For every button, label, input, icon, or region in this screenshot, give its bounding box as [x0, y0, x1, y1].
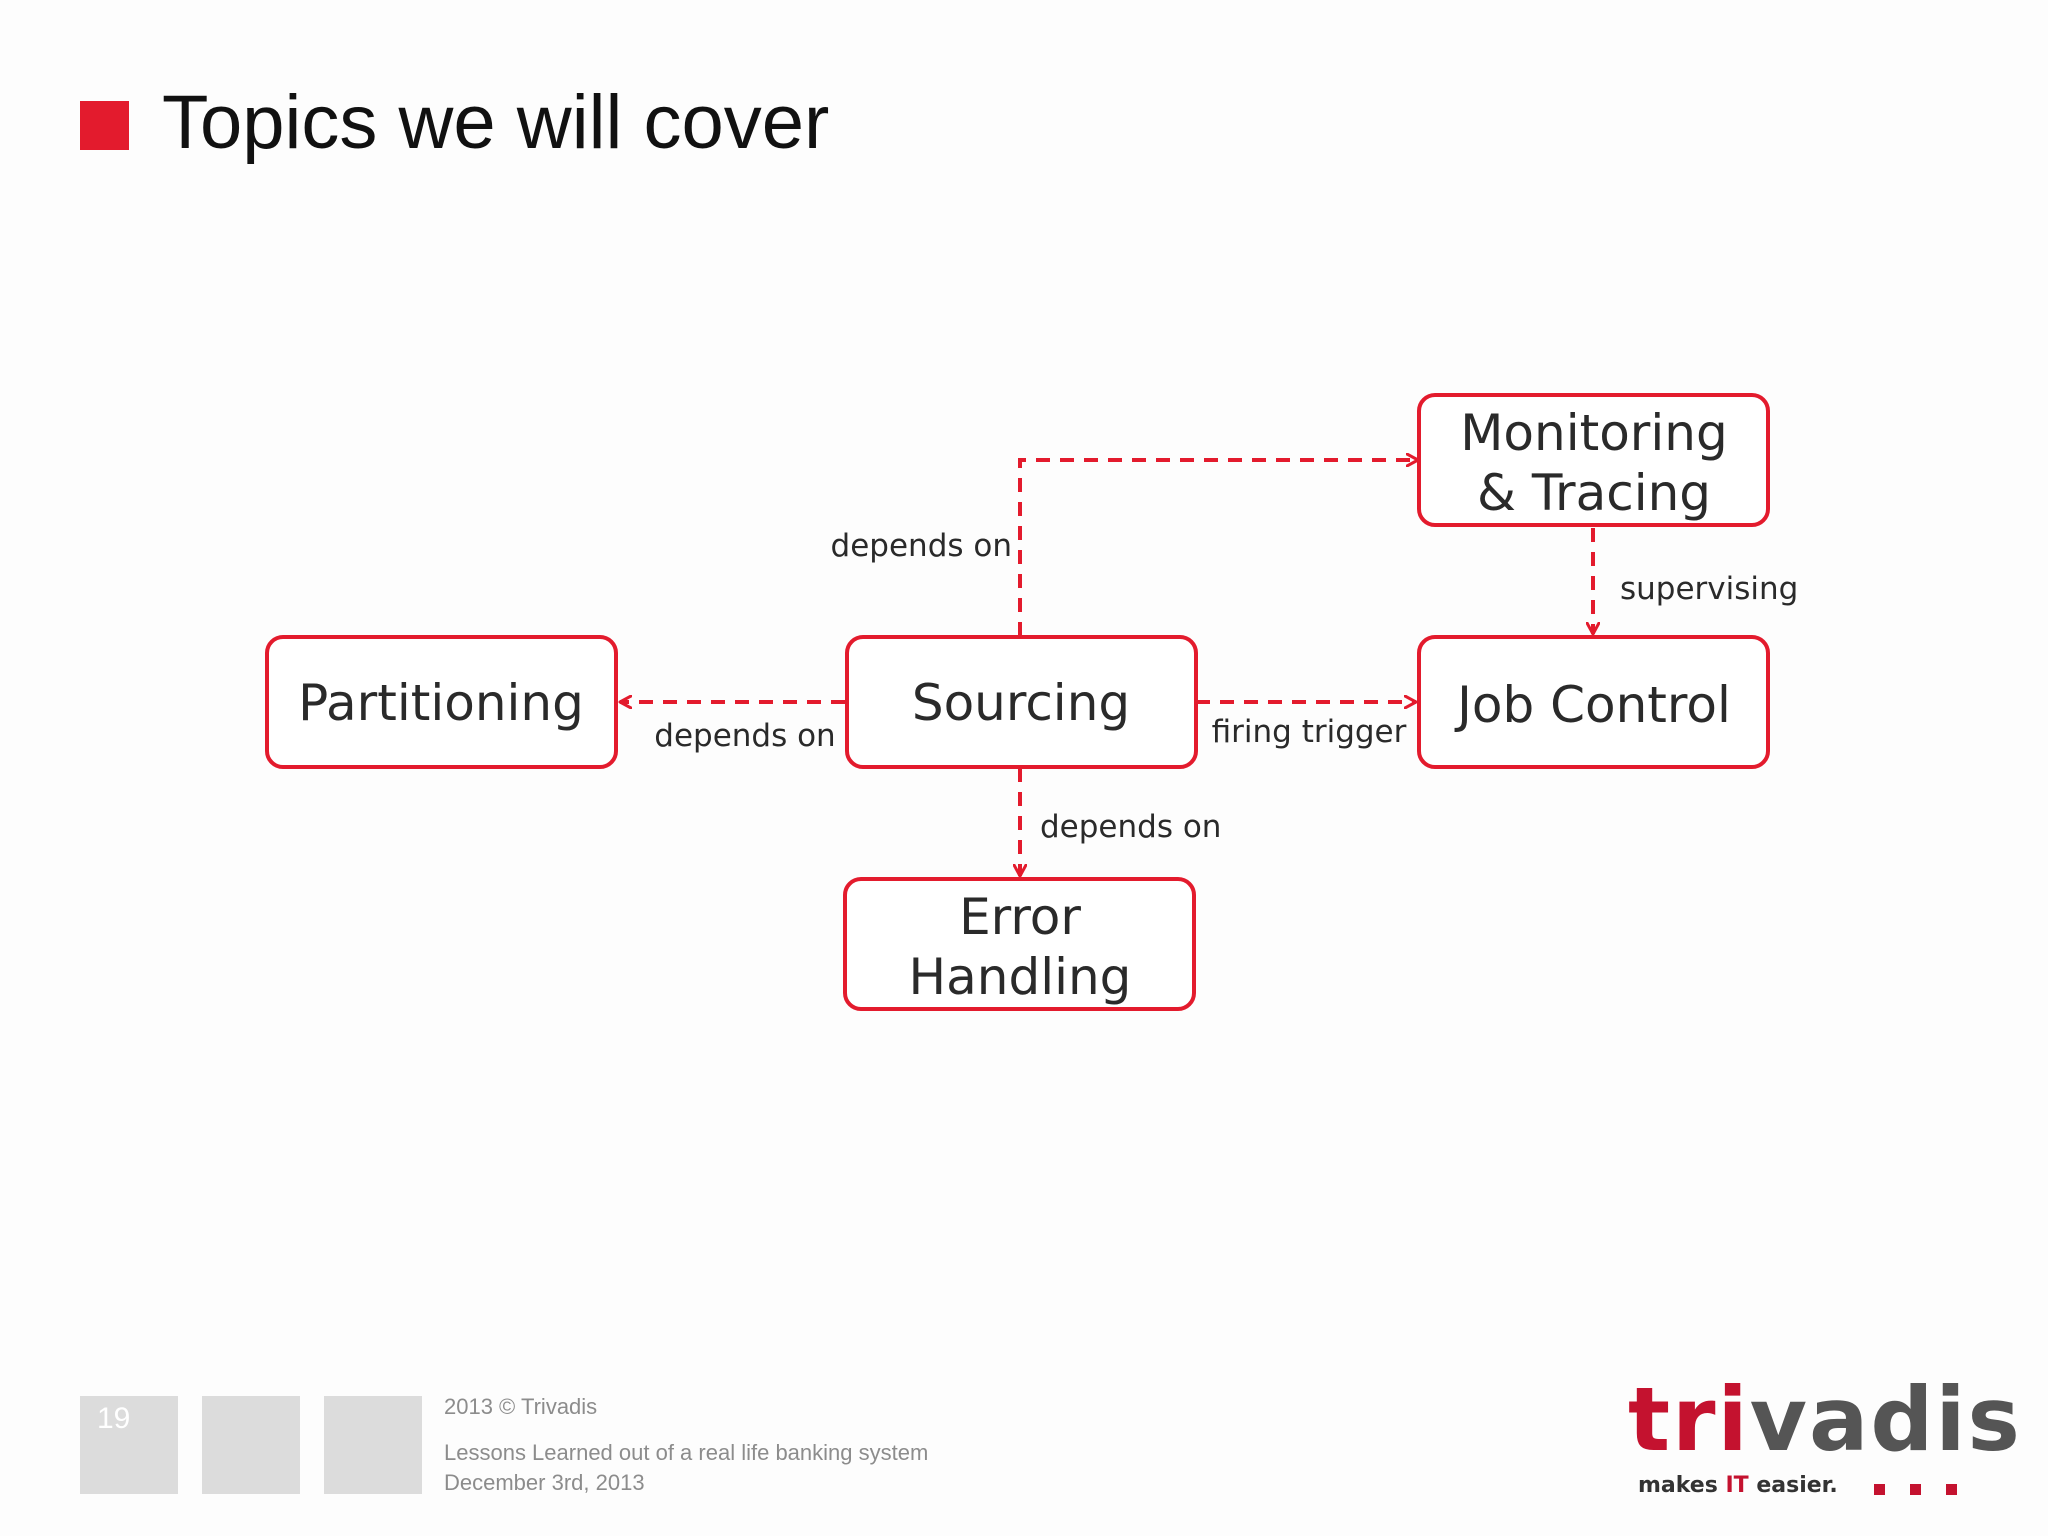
edge-label-sourcing-job-control: firing trigger	[1212, 714, 1407, 750]
node-label-error-handling-line-2: Handling	[909, 948, 1132, 1006]
footer-decor-box	[324, 1396, 422, 1494]
footer-copyright: 2013 © Trivadis	[444, 1394, 598, 1419]
node-error-handling	[843, 877, 1196, 1011]
logo-tagline: makes IT easier.	[1638, 1473, 1838, 1498]
node-label-partitioning: Partitioning	[298, 674, 584, 732]
node-job-control	[1417, 635, 1770, 769]
page-number: 19	[97, 1402, 131, 1435]
node-partitioning	[265, 635, 618, 769]
node-label-sourcing: Sourcing	[912, 674, 1130, 732]
trivadis-logo: trivadis	[1628, 1368, 2022, 1471]
footer-presentation-title: Lessons Learned out of a real life banki…	[444, 1440, 929, 1465]
logo-dots	[1874, 1482, 1982, 1500]
footer-date: December 3rd, 2013	[444, 1470, 645, 1495]
footer-page-box	[80, 1396, 178, 1494]
slide-title: Topics we will cover	[162, 80, 830, 165]
node-label-monitoring-line-2: & Tracing	[1477, 464, 1711, 522]
footer-decor-box	[202, 1396, 300, 1494]
node-sourcing	[845, 635, 1198, 769]
edge-label-sourcing-partitioning: depends on	[654, 718, 835, 754]
title-bullet-square	[80, 101, 129, 150]
node-label-monitoring-line-1: Monitoring	[1460, 404, 1727, 462]
edge-label-sourcing-error-handling: depends on	[1040, 809, 1221, 845]
node-monitoring-tracing	[1417, 393, 1770, 527]
node-label-error-handling-line-1: Error	[959, 888, 1081, 946]
edge-sourcing-to-monitoring	[1018, 460, 1418, 636]
node-label-job-control: Job Control	[1454, 676, 1731, 734]
edge-label-sourcing-monitoring: depends on	[831, 528, 1012, 564]
edge-label-monitoring-job-control: supervising	[1620, 571, 1798, 607]
